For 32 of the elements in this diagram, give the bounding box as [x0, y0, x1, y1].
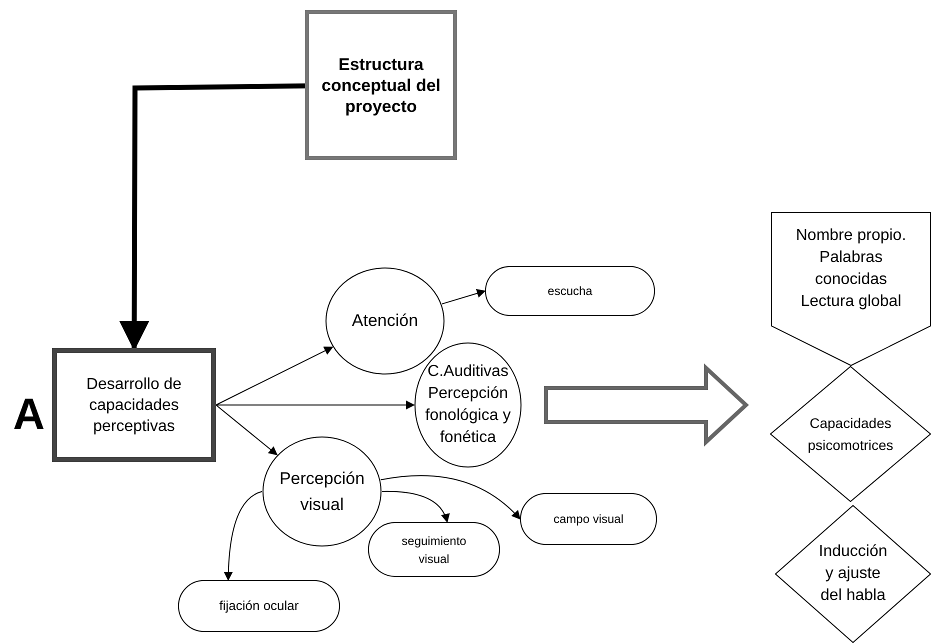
node-text: Inducción y ajuste del habla — [818, 542, 888, 606]
node-text: Percepción visual — [278, 468, 366, 516]
arrow — [382, 490, 450, 523]
pentagon-node — [771, 212, 931, 366]
node-text: C.Auditivas Percepción fonológica y fonética — [424, 362, 512, 448]
node-text: Nombre propio. Palabras conocidas Lectura global — [794, 226, 908, 312]
arrow — [224, 491, 262, 581]
title-box — [305, 10, 457, 160]
node-text: fijación ocular — [219, 597, 299, 616]
node-text: escucha — [548, 283, 592, 300]
rounded-node — [368, 522, 500, 577]
node-text: seguimiento visual — [400, 532, 468, 568]
arrow — [216, 400, 415, 410]
arrow — [216, 404, 278, 456]
node-text: Estructura conceptual del proyecto — [320, 54, 442, 116]
rounded-node — [485, 266, 655, 316]
ellipse-node — [262, 436, 382, 547]
node-text: campo visual — [553, 511, 624, 528]
arrow — [119, 83, 306, 351]
section-letter: A — [13, 393, 45, 437]
arrow — [441, 289, 486, 304]
decision-diamond — [770, 366, 931, 502]
node-text: Atención — [352, 310, 418, 332]
node-text: Desarrollo de capacidades perceptivas — [85, 374, 183, 436]
block-arrow — [544, 363, 749, 447]
decision-diamond — [775, 505, 931, 643]
arrow — [216, 346, 334, 406]
node-text: Capacidades psicomotrices — [806, 414, 894, 455]
rounded-node — [520, 493, 657, 545]
ellipse-node — [414, 342, 522, 468]
rounded-node — [178, 580, 340, 632]
arrow — [380, 475, 521, 520]
